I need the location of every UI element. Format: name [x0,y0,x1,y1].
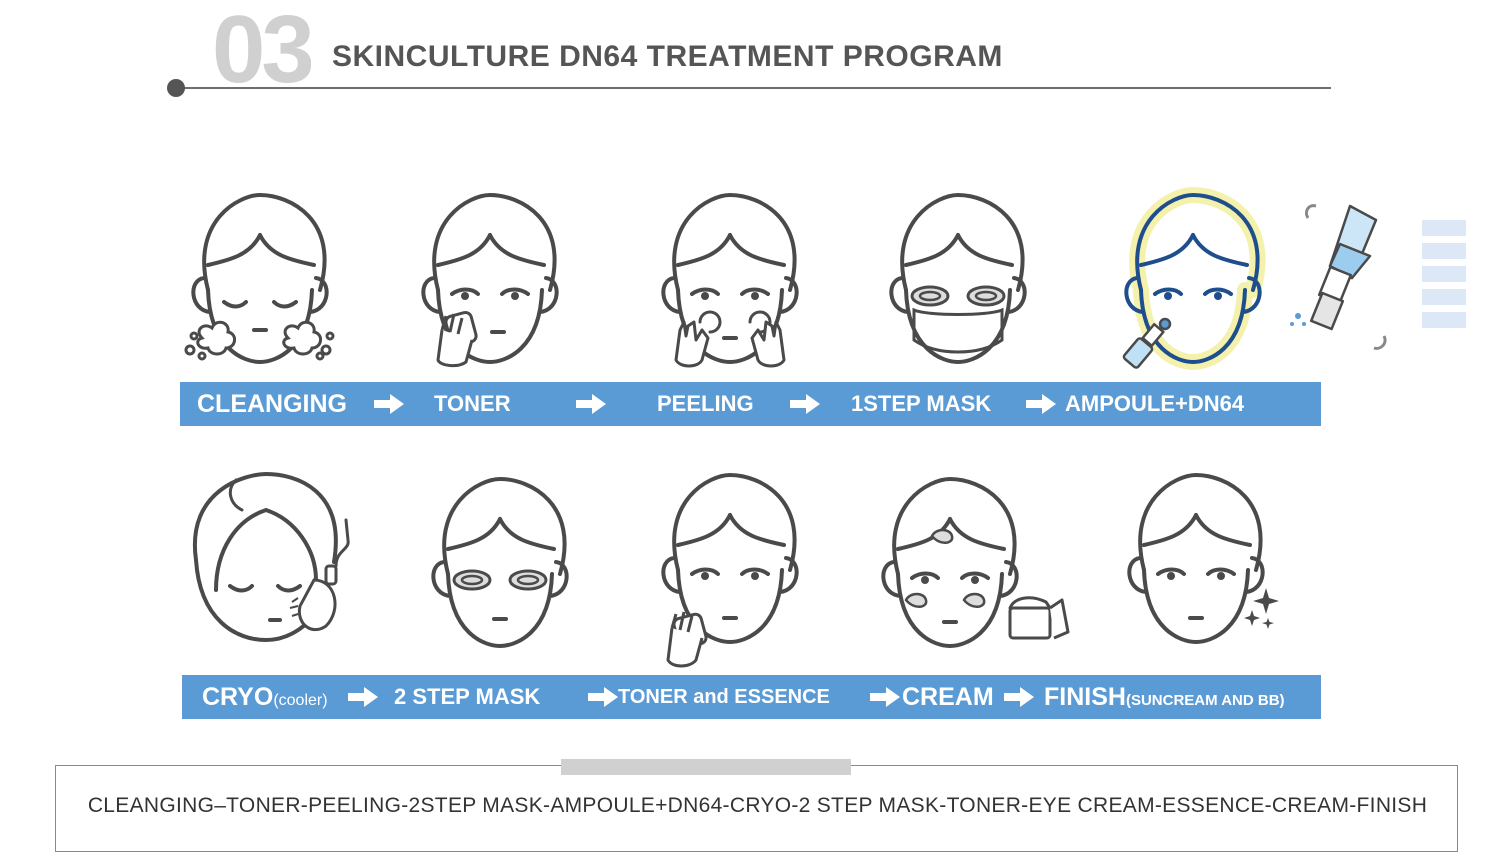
face-icon-finish [1127,472,1279,645]
step-label-2-step-mask: 2 STEP MASK [394,684,541,709]
face-icon-cryo [192,471,350,643]
summary-text: CLEANGING–TONER-PEELING-2STEP MASK-AMPOU… [87,794,1428,817]
arrow-right-icon [790,394,820,414]
decor-stripe [1422,243,1466,259]
step-label-cleanging: CLEANGING [197,390,347,418]
face-icon-cream [881,476,1070,649]
arrow-right-icon [588,687,618,707]
decor-stripe [1422,312,1466,328]
face-icon-1step-mask [889,192,1027,365]
decor-stripe [1422,220,1466,236]
step-label-finish: FINISH(SUNCREAM AND BB) [1044,683,1285,711]
step-label-toner: TONER [434,391,511,416]
header-dot [167,79,185,97]
step-bar-row1: CLEANGING TONER PEELING 1STEP MASK AMPOU… [180,382,1321,426]
face-icon-peeling [661,192,799,368]
face-icon-toner-essence [661,472,799,668]
step-label-cryo: CRYO(cooler) [202,683,328,711]
ampoule-bottle-icon [1290,204,1387,350]
step-label-toner-essence: TONER and ESSENCE [618,686,830,708]
face-icon-2step-mask [431,476,569,649]
arrow-right-icon [374,394,404,414]
decor-stripe [1422,266,1466,282]
step-label-ampoule-dn64: AMPOULE+DN64 [1065,391,1245,416]
header-divider [176,87,1331,89]
arrow-right-icon [1004,687,1034,707]
page-title: SKINCULTURE DN64 TREATMENT PROGRAM [332,40,1003,73]
summary-tab [561,759,851,775]
step-bar-row2: CRYO(cooler) 2 STEP MASK TONER and ESSEN… [182,675,1321,719]
sparkle-icon [1244,588,1279,629]
step-label-cream: CREAM [902,683,994,711]
section-number: 03 [212,2,311,88]
arrow-right-icon [348,687,378,707]
decor-stripe [1422,289,1466,305]
arrow-right-icon [1026,394,1056,414]
step-label-1step-mask: 1STEP MASK [851,391,992,416]
arrow-right-icon [576,394,606,414]
face-icon-cleansing [184,192,335,365]
face-icon-ampoule [1122,186,1266,371]
arrow-right-icon [870,687,900,707]
summary-box: CLEANGING–TONER-PEELING-2STEP MASK-AMPOU… [55,765,1458,852]
face-icon-toner [421,192,559,368]
step-label-peeling: PEELING [657,391,754,416]
